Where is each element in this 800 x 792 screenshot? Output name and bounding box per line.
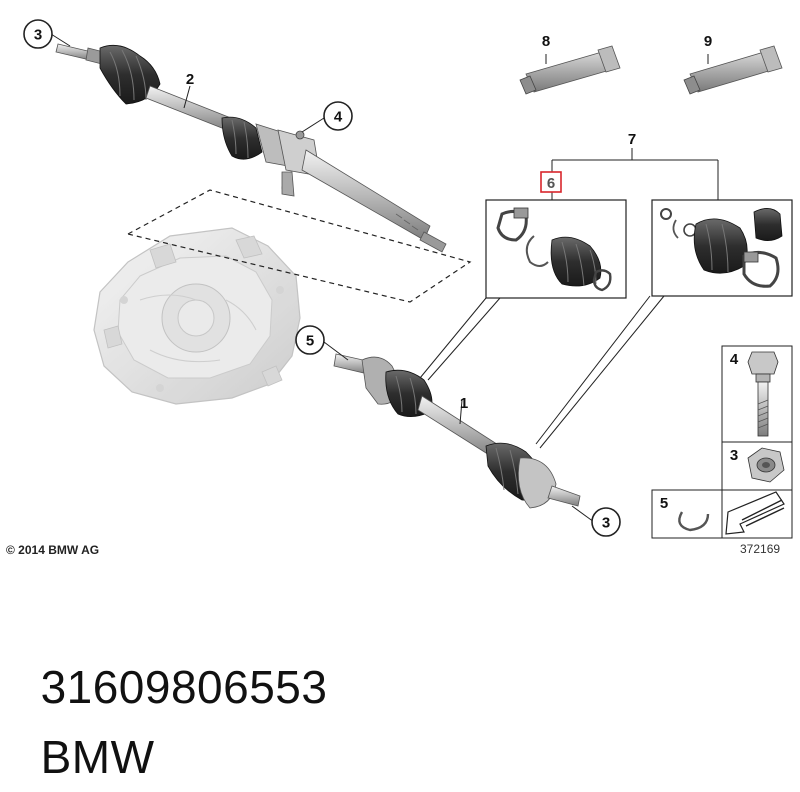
svg-text:5: 5: [660, 495, 668, 512]
callout-9: 9: [704, 33, 712, 50]
parts-diagram: 3 2 4 5 1 3 8 9 7 6 4 3 5 © 2014 BMW AG …: [6, 19, 793, 557]
outer-boot-kit-box: [651, 199, 793, 297]
svg-text:3: 3: [34, 27, 42, 44]
drive-shaft-lower: [333, 353, 581, 509]
callout-1: 1: [460, 395, 468, 412]
svg-text:4: 4: [334, 109, 343, 126]
callout-8: 8: [542, 33, 550, 50]
svg-text:8: 8: [542, 33, 550, 50]
callout-7: 7: [628, 131, 636, 148]
arrow-pointer-icon: [725, 491, 785, 535]
callout-2: 2: [186, 71, 194, 88]
svg-text:6: 6: [547, 175, 555, 192]
callout-5: 5: [295, 325, 325, 355]
callout-6-highlighted: 6: [540, 171, 562, 193]
svg-text:1: 1: [460, 395, 468, 412]
retaining-ring-icon: [678, 511, 710, 532]
svg-text:9: 9: [704, 33, 712, 50]
svg-text:5: 5: [306, 333, 314, 350]
grease-tube-9: [683, 45, 783, 95]
hex-nut-icon: [747, 447, 785, 483]
part-caption: 31609806553 BMW: [14, 582, 794, 783]
callout-3-inset: 3: [730, 447, 738, 464]
copyright-text: © 2014 BMW AG: [6, 543, 99, 557]
dashed-outline: [126, 189, 472, 303]
svg-text:3: 3: [730, 447, 738, 464]
callout-3-top: 3: [23, 19, 53, 49]
bolt-icon: [747, 351, 779, 437]
svg-text:3: 3: [602, 515, 610, 532]
diagram-number: 372169: [740, 542, 780, 556]
part-number: 31609806553: [40, 661, 328, 713]
drive-shaft-upper: [55, 43, 447, 253]
inner-boot-kit-box: [485, 199, 627, 299]
brand-name: BMW: [40, 731, 155, 783]
transmission-housing: [93, 227, 301, 405]
callout-3-bottom: 3: [591, 507, 621, 537]
svg-text:7: 7: [628, 131, 636, 148]
callout-5-inset: 5: [660, 495, 668, 512]
callout-4: 4: [323, 101, 353, 131]
hardware-panel: [651, 345, 793, 539]
leader-lines: [50, 33, 719, 523]
grease-tube-8: [519, 45, 621, 95]
callout-4-inset: 4: [730, 351, 739, 368]
svg-text:4: 4: [730, 351, 739, 368]
svg-text:2: 2: [186, 71, 194, 88]
